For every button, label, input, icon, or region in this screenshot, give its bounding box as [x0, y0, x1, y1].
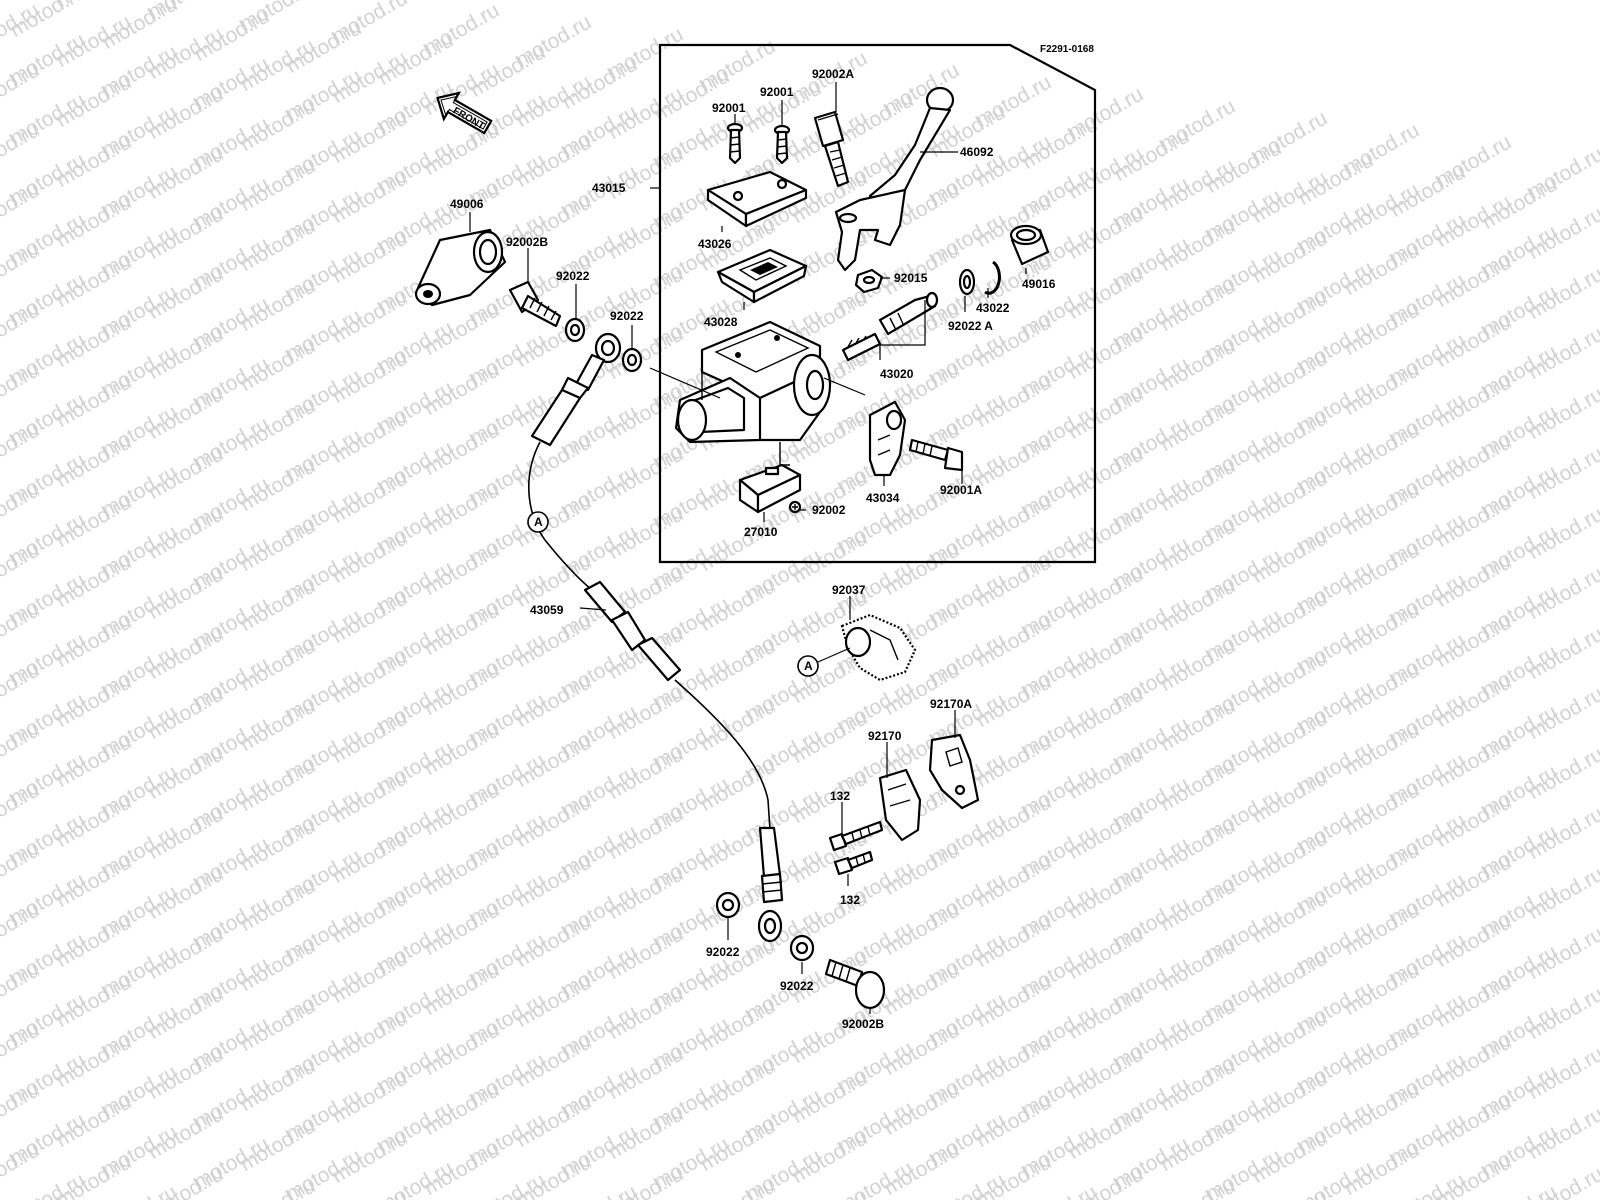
part-92015-nut	[854, 268, 884, 294]
leader-lines	[469, 82, 1027, 1014]
part-92002A-bolt	[813, 110, 850, 188]
label-92022A: 92022 A	[948, 319, 993, 333]
part-43026-reservoir-cap	[706, 170, 808, 228]
part-labels: 92002A 92001 92001 46092 43015 49006 920…	[450, 67, 1056, 1031]
part-92037-hose-clamp	[840, 613, 917, 682]
part-92170-bracket	[878, 768, 922, 842]
part-132-bolt-bottom	[833, 850, 874, 876]
part-92022A-washer	[958, 268, 976, 296]
part-92001-screw-left	[726, 122, 744, 165]
label-27010: 27010	[744, 525, 778, 539]
label-46092: 46092	[960, 145, 994, 159]
label-49006: 49006	[450, 197, 484, 211]
label-92002B-bottom: 92002B	[842, 1017, 884, 1031]
part-43022-circlip	[984, 260, 1001, 295]
label-92022-a: 92022	[556, 269, 590, 283]
part-43059-brake-hose	[528, 332, 784, 943]
part-92170A-bracket	[928, 733, 980, 810]
label-49016: 49016	[1022, 277, 1056, 291]
figure-reference: F2291-0168	[1040, 44, 1094, 55]
label-43059: 43059	[530, 603, 564, 617]
part-132-bolt-top	[828, 820, 884, 852]
label-92002: 92002	[812, 503, 846, 517]
label-92001-right: 92001	[760, 85, 794, 99]
label-92170A: 92170A	[930, 697, 972, 711]
label-43028: 43028	[704, 315, 738, 329]
label-92022-d: 92022	[780, 979, 814, 993]
label-92170: 92170	[868, 729, 902, 743]
label-132-top: 132	[830, 789, 850, 803]
part-43020-piston-assembly	[841, 291, 939, 362]
label-92015: 92015	[894, 271, 928, 285]
part-92022-washer-c	[715, 891, 741, 919]
label-43015: 43015	[592, 181, 626, 195]
label-43026: 43026	[698, 237, 732, 251]
part-92001A-bolt	[908, 438, 964, 472]
label-92002A: 92002A	[812, 67, 854, 81]
part-92022-washer-d	[789, 934, 815, 962]
svg-text:A: A	[804, 659, 813, 673]
assembly-boundary-43015	[658, 43, 1097, 564]
part-92002B-banjo-bolt-bottom	[824, 958, 886, 1010]
svg-text:A: A	[534, 515, 543, 529]
part-92001-screw-right	[773, 124, 791, 165]
marker-a-hose: A	[527, 511, 549, 533]
part-49006-banjo-cover	[414, 228, 507, 307]
label-132-bottom: 132	[840, 893, 860, 907]
label-92022-c: 92022	[706, 945, 740, 959]
part-27010-switch	[738, 463, 802, 514]
label-43034: 43034	[866, 491, 900, 505]
front-arrow-icon: FRONT	[436, 91, 493, 135]
label-92001-left: 92001	[712, 101, 746, 115]
label-92002B-top: 92002B	[506, 235, 548, 249]
label-92037: 92037	[832, 583, 866, 597]
part-43015-master-cylinder-body	[674, 320, 832, 466]
label-92001A: 92001A	[940, 483, 982, 497]
part-49016-boot	[1009, 224, 1050, 266]
label-92022-b: 92022	[610, 309, 644, 323]
marker-a-clamp: A	[797, 655, 819, 677]
part-92022-washer-b	[621, 347, 643, 373]
part-92022-washer-a	[564, 317, 586, 343]
part-43028-diaphragm	[716, 248, 808, 304]
label-43022: 43022	[976, 301, 1010, 315]
part-43034-clamp	[868, 400, 907, 477]
part-46092-brake-lever	[834, 86, 955, 272]
part-92002-screw	[788, 500, 802, 514]
part-92002B-banjo-bolt-top	[508, 280, 562, 328]
label-43020: 43020	[880, 367, 914, 381]
